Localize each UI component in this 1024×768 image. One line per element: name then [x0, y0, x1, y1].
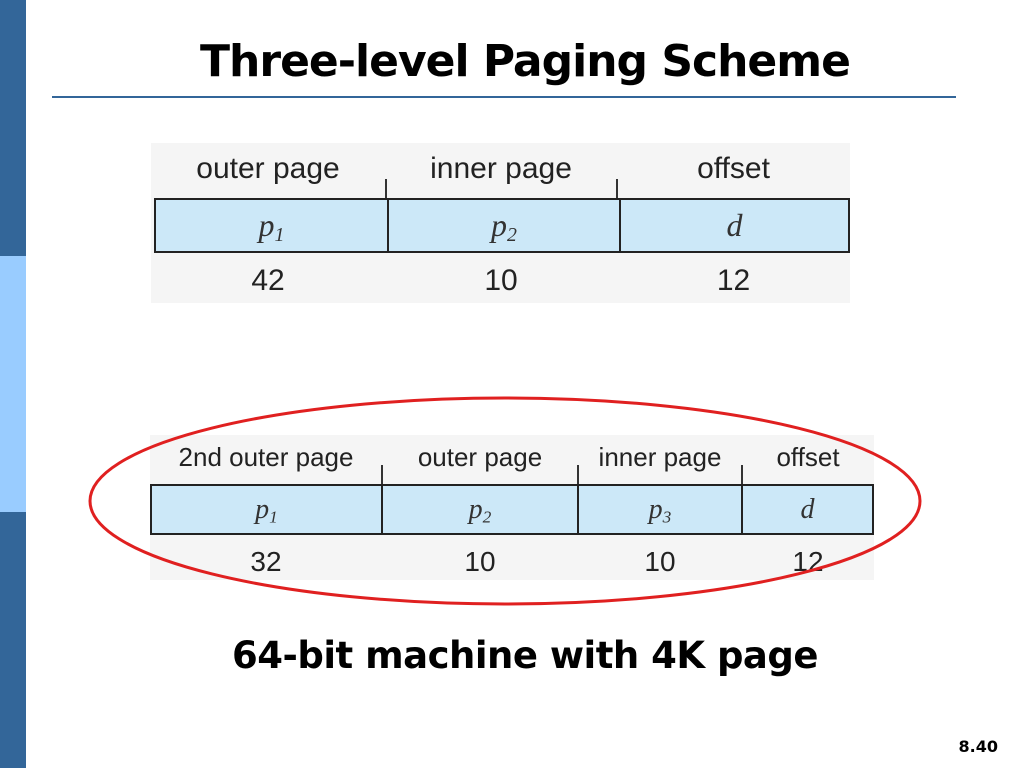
field-variable: p2 — [491, 207, 517, 246]
address-field-bar: p1 p2 d — [154, 198, 850, 253]
two-level-address-diagram: outer page inner page offset p1 p2 d 42 … — [151, 143, 850, 303]
field-divider-tick — [381, 465, 383, 485]
field-cell-p3: p3 — [577, 486, 741, 533]
three-level-address-diagram: 2nd outer page outer page inner page off… — [150, 435, 874, 580]
field-bit-width: 10 — [644, 546, 676, 577]
field-label-offset: offset — [697, 152, 770, 185]
field-cell-p2: p2 — [387, 200, 619, 251]
address-field-bar: p1 p2 p3 d — [150, 484, 874, 535]
slide-caption: 64-bit machine with 4K page — [232, 634, 818, 677]
page-number: 8.40 — [958, 737, 998, 756]
field-label-inner-page: inner page — [598, 442, 722, 472]
field-cell-d: d — [619, 200, 848, 251]
field-bit-width: 12 — [716, 264, 751, 297]
field-variable: p2 — [468, 494, 492, 527]
side-bar-segment-bottom — [0, 512, 26, 768]
field-divider-tick — [741, 465, 743, 485]
field-cell-p2: p2 — [381, 486, 577, 533]
field-label-inner-page: inner page — [430, 152, 572, 185]
side-bar-segment-top — [0, 0, 26, 256]
field-bit-width: 42 — [251, 264, 285, 297]
field-divider-tick — [577, 465, 579, 485]
side-bar — [0, 0, 26, 768]
field-variable: p3 — [648, 494, 672, 527]
title-rule — [52, 96, 956, 98]
field-label-2nd-outer-page: 2nd outer page — [178, 442, 354, 472]
side-bar-segment-middle — [0, 256, 26, 512]
field-bit-width: 10 — [464, 546, 496, 577]
field-variable: p1 — [255, 494, 278, 527]
field-cell-p1: p1 — [156, 200, 387, 251]
field-variable: d — [726, 207, 743, 243]
field-label-offset: offset — [776, 442, 840, 472]
slide-title: Three-level Paging Scheme — [200, 36, 851, 87]
field-divider-tick — [616, 179, 618, 199]
field-cell-d: d — [741, 486, 872, 533]
field-variable: p1 — [258, 207, 285, 246]
field-label-outer-page: outer page — [196, 152, 340, 185]
field-cell-p1: p1 — [152, 486, 381, 533]
field-bit-width: 10 — [484, 264, 518, 297]
field-divider-tick — [385, 179, 387, 199]
field-bit-width: 12 — [792, 546, 824, 577]
field-label-outer-page: outer page — [417, 442, 543, 472]
field-variable: d — [800, 494, 815, 525]
field-bit-width: 32 — [250, 546, 282, 577]
